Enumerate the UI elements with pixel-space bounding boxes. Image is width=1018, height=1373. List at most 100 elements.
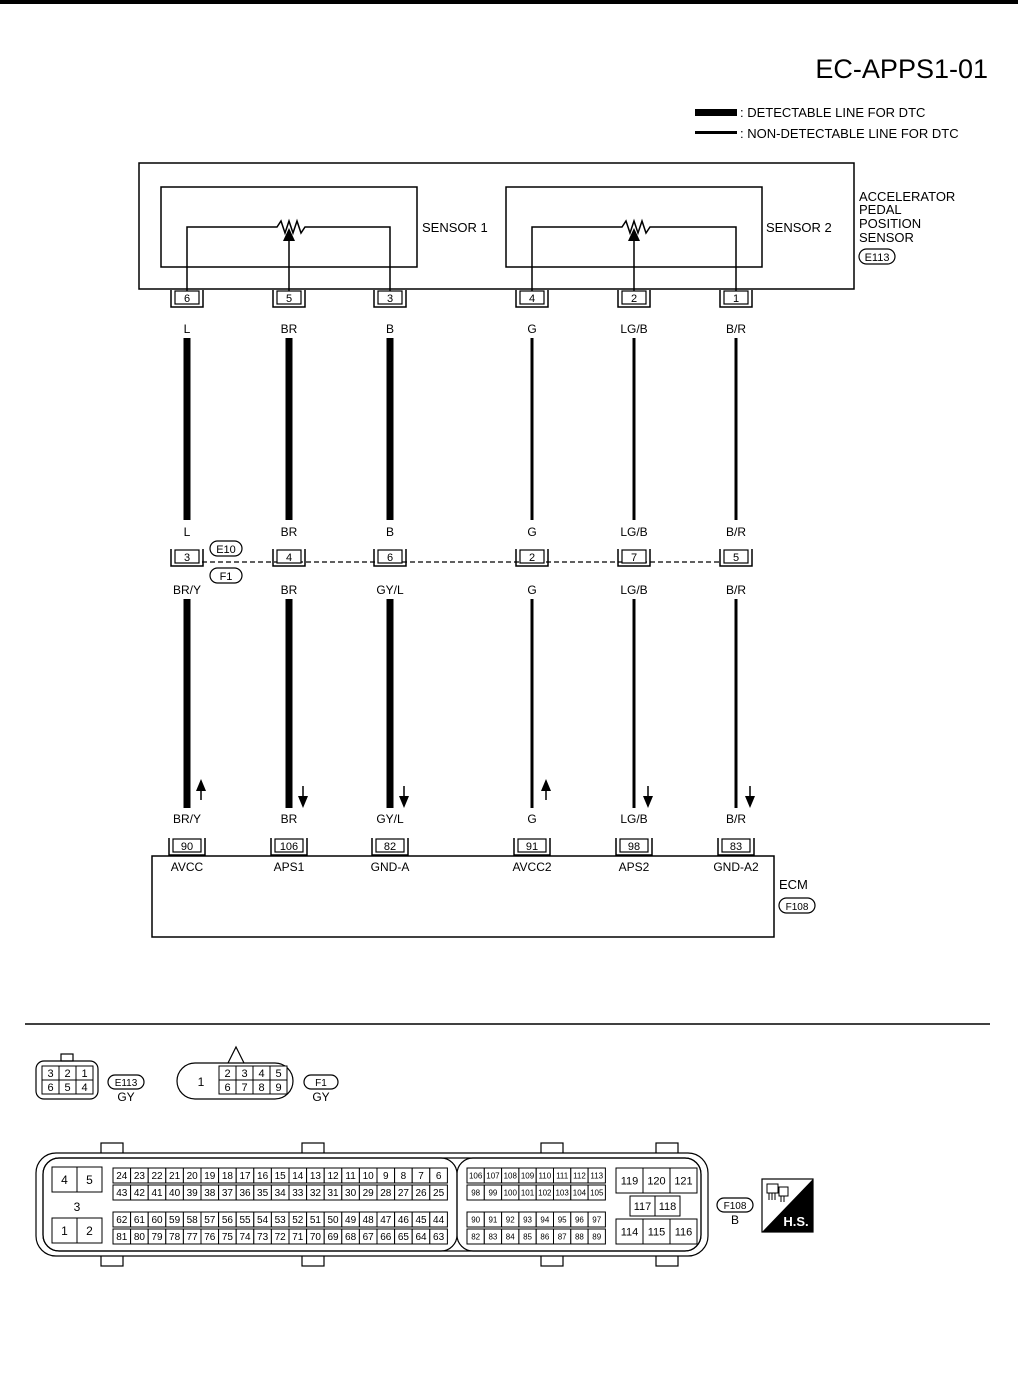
circuit-5-sensor-pin-box bbox=[621, 290, 647, 305]
f108-pin-28-label: 28 bbox=[380, 1188, 392, 1199]
f108-pin-59-label: 59 bbox=[169, 1215, 181, 1226]
f108-pin-106-label: 106 bbox=[469, 1171, 483, 1180]
f108-pin-27-label: 27 bbox=[398, 1188, 410, 1199]
f108-pin-120-label: 120 bbox=[647, 1175, 665, 1187]
f108-pin-118-label: 118 bbox=[659, 1201, 677, 1213]
circuit-1-upper-wire-color-bottom: L bbox=[184, 525, 191, 539]
circuit-4-lower-wire-color: G bbox=[527, 583, 536, 597]
f108-pin-84-label: 84 bbox=[506, 1232, 515, 1241]
f108-pin-43: 43 bbox=[112, 1184, 132, 1201]
f108-pin-105-cell bbox=[587, 1184, 606, 1201]
f108-pin-73-label: 73 bbox=[257, 1232, 269, 1243]
f108-pin-1-cell bbox=[51, 1217, 78, 1244]
f108-pin-104-label: 104 bbox=[573, 1188, 587, 1197]
circuit-2-arrow-head bbox=[298, 796, 308, 808]
f108-pin-47: 47 bbox=[376, 1211, 396, 1228]
circuit-5-ecm-pin: 98 bbox=[615, 838, 653, 856]
circuit-6-ecm-pin-label: 83 bbox=[730, 841, 742, 853]
circuit-2-ecm-pin: 106 bbox=[270, 838, 308, 856]
circuit-3-lower-wire-color: GY/L bbox=[376, 583, 404, 597]
circuit-3-sensor-pin-bracket bbox=[373, 290, 407, 308]
circuit-5-direction-arrow-icon bbox=[643, 786, 653, 808]
f108-pin-116-cell bbox=[669, 1218, 698, 1245]
f108-pin-115-label: 115 bbox=[648, 1226, 666, 1238]
f108-pin-16-label: 16 bbox=[257, 1171, 269, 1182]
f108-pin-93-label: 93 bbox=[523, 1215, 532, 1224]
f1-pin-3: 3 bbox=[235, 1065, 254, 1081]
f108-pin-20-label: 20 bbox=[187, 1171, 199, 1182]
ecm-box bbox=[151, 855, 775, 938]
f108-pin-70: 70 bbox=[306, 1228, 325, 1245]
f1-connector-tag bbox=[209, 567, 243, 584]
circuit-3-joint-pin-bracket bbox=[373, 549, 407, 567]
f108-pin-97-label: 97 bbox=[592, 1215, 601, 1224]
f108-pin-1: 1 bbox=[51, 1217, 78, 1244]
f108-pin-47-label: 47 bbox=[380, 1215, 392, 1226]
sensor2-wiper-arrow-icon bbox=[628, 228, 640, 241]
f108-pin-117: 117 bbox=[629, 1195, 656, 1217]
f108-pin-40: 40 bbox=[165, 1184, 184, 1201]
f108-pin-11: 11 bbox=[341, 1167, 360, 1184]
f108-pin-65-label: 65 bbox=[398, 1232, 410, 1243]
f108-pin-78-label: 78 bbox=[169, 1232, 181, 1243]
f108-pin-24: 24 bbox=[112, 1167, 132, 1184]
harness-connector-icon bbox=[766, 1183, 789, 1202]
f108-connector-tag-label: F108 bbox=[786, 902, 809, 913]
component-label-line4: SENSOR bbox=[859, 230, 914, 245]
f108-pin-112-label: 112 bbox=[573, 1171, 586, 1180]
e113-pin-1: 1 bbox=[75, 1065, 94, 1081]
f1-pin-9-cell bbox=[269, 1079, 288, 1095]
f108-pin-86-label: 86 bbox=[540, 1232, 549, 1241]
circuit-5-upper-wire-color-bottom: LG/B bbox=[620, 525, 647, 539]
circuit-1-lower-wire-color: BR/Y bbox=[173, 583, 201, 597]
f108-pin-115: 115 bbox=[642, 1218, 671, 1245]
f108-pin-53-label: 53 bbox=[275, 1215, 287, 1226]
f108-pin-20: 20 bbox=[182, 1167, 202, 1184]
sensor1-wiper-arrow-icon bbox=[283, 228, 295, 241]
e113-color: GY bbox=[117, 1090, 134, 1104]
f108-pin-35: 35 bbox=[253, 1184, 272, 1201]
circuit-3-sensor-pin-box bbox=[377, 290, 403, 305]
f1-view-tag-label: F1 bbox=[315, 1078, 327, 1089]
f108-pin-114-label: 114 bbox=[621, 1226, 639, 1238]
circuit-1-sensor-pin: 6 bbox=[170, 290, 204, 308]
f108-pin-36: 36 bbox=[235, 1184, 255, 1201]
f108-pin-62-label: 62 bbox=[116, 1215, 128, 1226]
circuit-6-upper-wire-color: B/R bbox=[726, 322, 746, 336]
f108-pin-58: 58 bbox=[182, 1211, 202, 1228]
f108-pin-77: 77 bbox=[182, 1228, 202, 1245]
f108-pin-16: 16 bbox=[253, 1167, 272, 1184]
circuit-3-ecm-terminal-name: GND-A bbox=[371, 860, 410, 874]
e113-pin-5-label: 5 bbox=[64, 1082, 70, 1094]
circuit-4-upper-wire-color-bottom: G bbox=[527, 525, 536, 539]
f108-pin-100: 100 bbox=[501, 1184, 520, 1201]
f108-pin-37-label: 37 bbox=[222, 1188, 234, 1199]
f108-pin-14-label: 14 bbox=[292, 1171, 304, 1182]
f108-pin-71: 71 bbox=[288, 1228, 308, 1245]
e113-view-tag bbox=[107, 1074, 145, 1090]
f108-connector-tag bbox=[778, 897, 816, 914]
f108-pin-87-label: 87 bbox=[558, 1232, 567, 1241]
f108-pin-76: 76 bbox=[200, 1228, 220, 1245]
circuit-5-upper-wire-color: LG/B bbox=[620, 322, 647, 336]
f108-pin-110-label: 110 bbox=[538, 1171, 551, 1180]
f108-pin-107: 107 bbox=[483, 1167, 503, 1184]
f108-pin-12: 12 bbox=[323, 1167, 343, 1184]
f108-pin-44-cell bbox=[429, 1211, 448, 1228]
f108-pin-7-label: 7 bbox=[418, 1171, 424, 1182]
f108-pin-111: 111 bbox=[553, 1167, 572, 1184]
f108-pin-120: 120 bbox=[642, 1167, 671, 1194]
f108-pin-57: 57 bbox=[200, 1211, 220, 1228]
f108-pin-4: 4 bbox=[51, 1166, 78, 1193]
f108-pin-99-label: 99 bbox=[488, 1188, 497, 1197]
f108-view-tag bbox=[716, 1197, 754, 1213]
circuit-6-sensor-pin-label: 1 bbox=[733, 293, 739, 305]
f108-view-tag-label: F108 bbox=[724, 1201, 747, 1212]
e113-pin-4: 4 bbox=[75, 1079, 94, 1095]
f108-pin-43-label: 43 bbox=[116, 1188, 128, 1199]
circuit-4-lower-wire-color-bottom: G bbox=[527, 812, 536, 826]
f108-pin-95-label: 95 bbox=[558, 1215, 567, 1224]
